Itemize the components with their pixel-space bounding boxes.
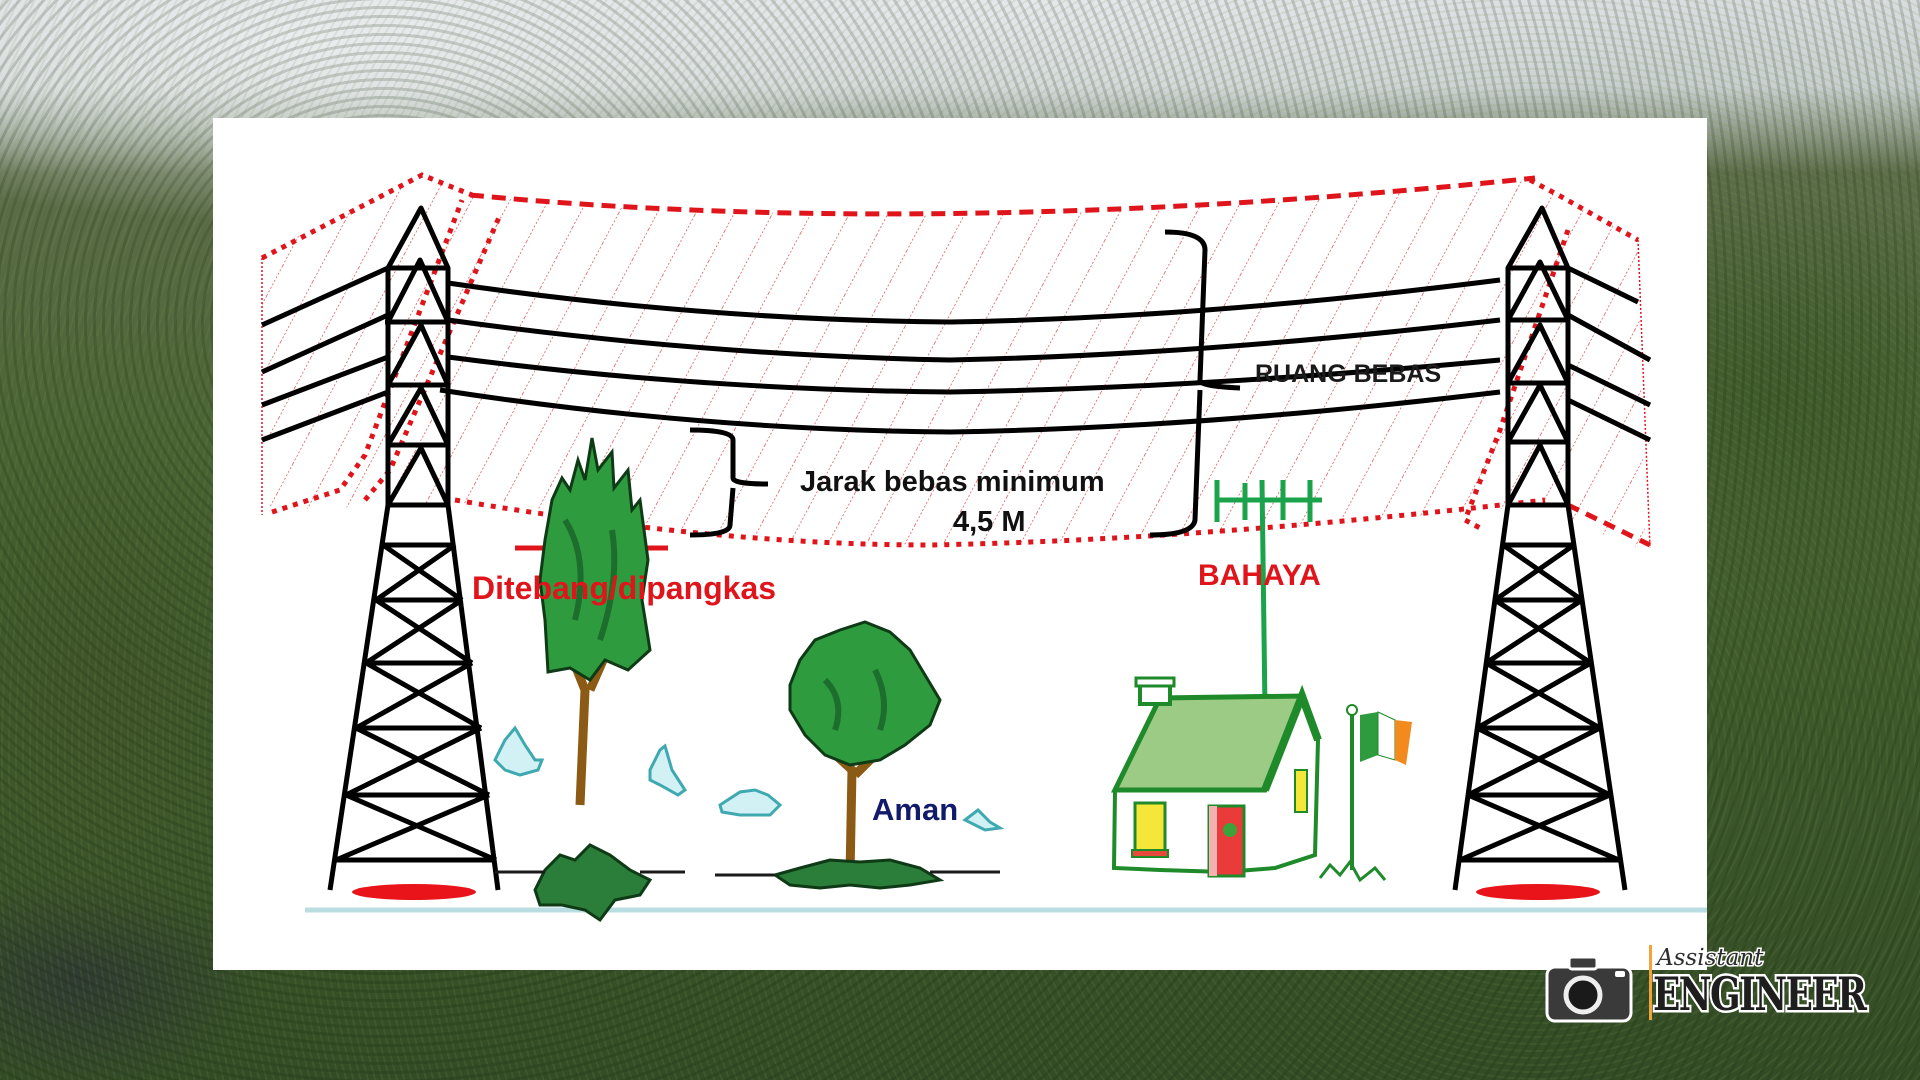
logo-divider xyxy=(1649,945,1652,1020)
jarak-bebas-brace xyxy=(689,427,769,538)
house xyxy=(1110,676,1322,878)
ditebang-label: Ditebang/dipangkas xyxy=(472,570,777,606)
tower-base-left xyxy=(352,884,476,900)
jarak-bebas-label: Jarak bebas minimum xyxy=(800,466,1105,498)
ruang-bebas-brace xyxy=(1149,229,1241,538)
tv-antenna xyxy=(1214,479,1322,711)
bahaya-label: BAHAYA xyxy=(1198,559,1321,592)
camera-icon xyxy=(1545,955,1633,1023)
logo-script-text: Assistant xyxy=(1655,944,1764,973)
aman-label: Aman xyxy=(872,792,959,827)
short-tree xyxy=(495,620,1000,890)
jarak-bebas-value: 4,5 M xyxy=(953,506,1026,538)
transmission-tower-right xyxy=(1452,205,1628,891)
conductor-lines xyxy=(260,265,1652,443)
ruang-bebas-label: RUANG BEBAS xyxy=(1255,360,1442,388)
irish-flag-pole xyxy=(1318,704,1412,883)
ice-bushes xyxy=(493,725,1005,832)
tall-tree xyxy=(533,437,653,923)
tower-base-right xyxy=(1476,884,1600,900)
transmission-tower-left xyxy=(327,205,501,891)
logo-brand-text: ENGINEER xyxy=(1651,965,1869,1024)
clearance-zone xyxy=(260,172,1652,550)
assistant-engineer-watermark: Assistant ENGINEER xyxy=(1545,944,1869,1027)
